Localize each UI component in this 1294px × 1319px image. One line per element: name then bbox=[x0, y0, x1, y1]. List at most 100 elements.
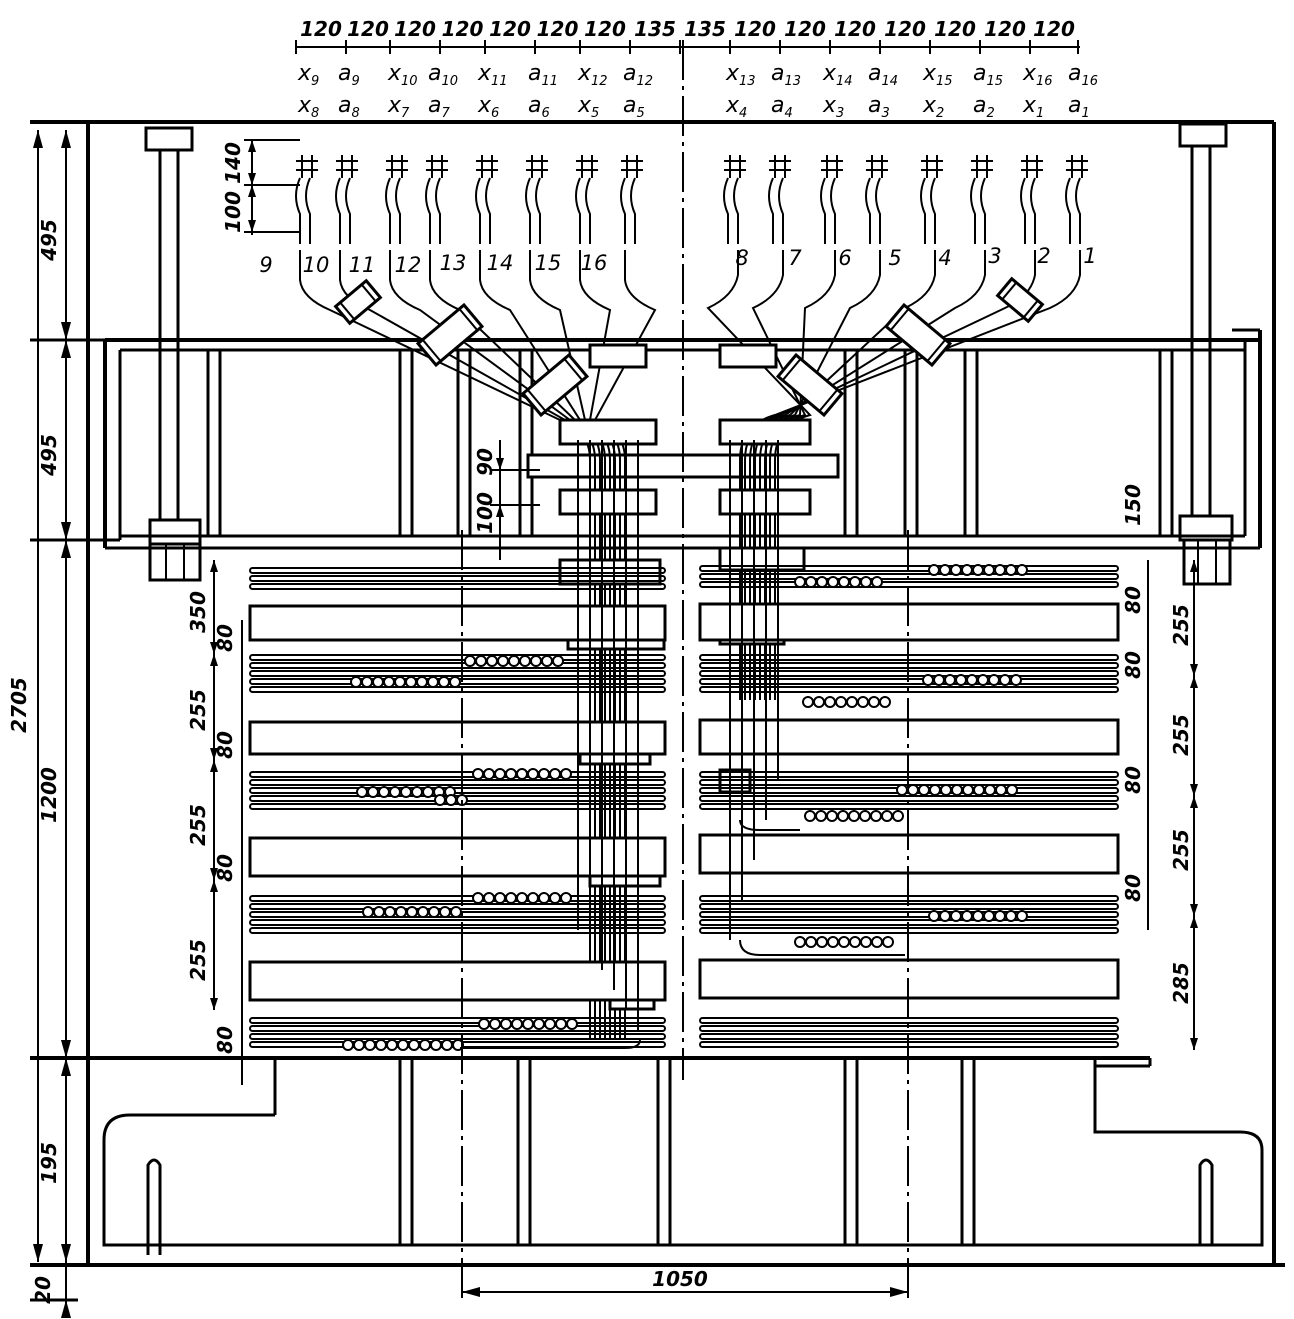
lead-number: 9 bbox=[259, 253, 272, 277]
terminal-label-bottom: x3 bbox=[822, 93, 844, 121]
lead-number: 8 bbox=[735, 246, 748, 270]
dim-140: 140 bbox=[221, 142, 245, 184]
top-dim-label: 120 bbox=[347, 17, 389, 41]
left-winding-dim: 80 bbox=[213, 854, 237, 882]
terminal-label-top: a14 bbox=[868, 61, 898, 89]
lead-number: 5 bbox=[888, 246, 901, 270]
left-winding-dim: 80 bbox=[213, 1026, 237, 1054]
left-winding-dim: 80 bbox=[213, 624, 237, 652]
top-dim-label: 120 bbox=[300, 17, 342, 41]
terminal-label-bottom: x6 bbox=[477, 93, 499, 121]
left-overall-dimensions: 2705 495 495 1200 195 20 bbox=[7, 130, 71, 1318]
right-winding-dim: 150 bbox=[1121, 484, 1145, 526]
terminal-label-top: x15 bbox=[922, 61, 953, 89]
left-winding-dim: 350 bbox=[186, 591, 210, 633]
top-dim-label: 120 bbox=[934, 17, 976, 41]
terminal-label-bottom: a1 bbox=[1068, 93, 1090, 121]
dim-495-lower: 495 bbox=[37, 434, 61, 477]
dim-100-lead: 100 bbox=[221, 191, 245, 233]
terminal-label-bottom: x1 bbox=[1022, 93, 1044, 121]
left-winding-dim: 255 bbox=[186, 689, 210, 731]
terminal-label-top: a13 bbox=[771, 61, 801, 89]
tie-rod-right bbox=[1178, 122, 1234, 586]
lead-number: 10 bbox=[303, 253, 330, 277]
lead-number: 14 bbox=[487, 251, 514, 275]
dim-495-upper: 495 bbox=[37, 219, 61, 262]
lead-number: 16 bbox=[581, 251, 608, 275]
top-dim-label: 120 bbox=[537, 17, 579, 41]
winding-left bbox=[248, 567, 667, 1051]
top-dim-label: 135 bbox=[634, 17, 676, 41]
terminal-label-top: a9 bbox=[338, 61, 360, 89]
right-winding-dim: 255 bbox=[1169, 604, 1193, 646]
terminal-label-top: a15 bbox=[973, 61, 1003, 89]
terminal-label-top: x12 bbox=[577, 61, 608, 89]
top-dim-label: 120 bbox=[784, 17, 826, 41]
top-dim-label: 120 bbox=[984, 17, 1026, 41]
terminal-label-top: a11 bbox=[528, 61, 558, 89]
top-dim-label: 120 bbox=[394, 17, 436, 41]
top-dim-label: 120 bbox=[1033, 17, 1075, 41]
top-dim-label: 120 bbox=[489, 17, 531, 41]
terminal-label-bottom: a7 bbox=[428, 93, 450, 121]
vertical-cable-bundles bbox=[460, 440, 905, 1049]
lead-number: 2 bbox=[1037, 244, 1050, 268]
dim-195: 195 bbox=[37, 1142, 61, 1184]
terminal-labels-bottom-row: x8 a8 x7 a7 x6 a6 x5 a5 x4 a4 x3 a3 x2 a2 x1 a1 bbox=[297, 93, 1090, 121]
center-axis bbox=[461, 40, 909, 1300]
tank-frame bbox=[30, 120, 1285, 1302]
terminal-label-top: x13 bbox=[725, 61, 756, 89]
lead-number: 7 bbox=[788, 246, 802, 270]
lead-number: 4 bbox=[938, 246, 951, 270]
dim-100-center: 100 bbox=[473, 492, 497, 534]
terminal-label-bottom: a2 bbox=[973, 93, 995, 121]
right-winding-dim: 285 bbox=[1169, 962, 1193, 1004]
right-winding-dim: 255 bbox=[1169, 829, 1193, 871]
right-winding-dim: 80 bbox=[1121, 766, 1145, 794]
terminal-label-bottom: x4 bbox=[725, 93, 747, 121]
terminal-label-bottom: a6 bbox=[528, 93, 550, 121]
terminal-label-bottom: a4 bbox=[771, 93, 793, 121]
right-winding-dim: 255 bbox=[1169, 714, 1193, 756]
terminal-label-bottom: a3 bbox=[868, 93, 890, 121]
terminal-label-bottom: x2 bbox=[922, 93, 944, 121]
terminal-label-bottom: x7 bbox=[387, 93, 410, 121]
tie-rod-left bbox=[144, 126, 202, 582]
lead-number: 1 bbox=[1083, 244, 1096, 268]
lead-number: 6 bbox=[838, 246, 851, 270]
dim-1050: 1050 bbox=[652, 1267, 708, 1291]
top-dim-label: 120 bbox=[734, 17, 776, 41]
terminal-label-top: x16 bbox=[1022, 61, 1053, 89]
left-winding-dim: 255 bbox=[186, 804, 210, 846]
bottom-yoke-frame bbox=[30, 1056, 1264, 1255]
right-winding-dim: 80 bbox=[1121, 874, 1145, 902]
terminal-label-bottom: x5 bbox=[577, 93, 599, 121]
top-dim-label: 120 bbox=[584, 17, 626, 41]
center-dimensions: 90 100 bbox=[473, 440, 540, 560]
terminal-label-top: x10 bbox=[387, 61, 418, 89]
bottom-dimension-1050: 1050 bbox=[462, 1267, 908, 1297]
lead-number: 12 bbox=[395, 253, 422, 277]
top-dim-label: 135 bbox=[684, 17, 726, 41]
left-winding-dim: 80 bbox=[213, 731, 237, 759]
terminal-label-bottom: a8 bbox=[338, 93, 360, 121]
top-dim-label: 120 bbox=[442, 17, 484, 41]
terminal-label-top: x11 bbox=[477, 61, 508, 89]
left-winding-dim: 255 bbox=[186, 939, 210, 981]
right-winding-dimensions: 150 80 255 80 255 80 255 80 285 bbox=[1121, 484, 1198, 1050]
terminal-label-top: a16 bbox=[1068, 61, 1098, 89]
winding-right bbox=[698, 564, 1120, 1048]
right-winding-dim: 80 bbox=[1121, 586, 1145, 614]
dim-20: 20 bbox=[31, 1276, 55, 1304]
right-winding-dim: 80 bbox=[1121, 651, 1145, 679]
top-dim-label: 120 bbox=[884, 17, 926, 41]
terminal-label-bottom: a5 bbox=[623, 93, 645, 121]
dim-1200: 1200 bbox=[37, 767, 61, 823]
top-dim-label: 120 bbox=[834, 17, 876, 41]
terminal-label-bottom: x8 bbox=[297, 93, 319, 121]
